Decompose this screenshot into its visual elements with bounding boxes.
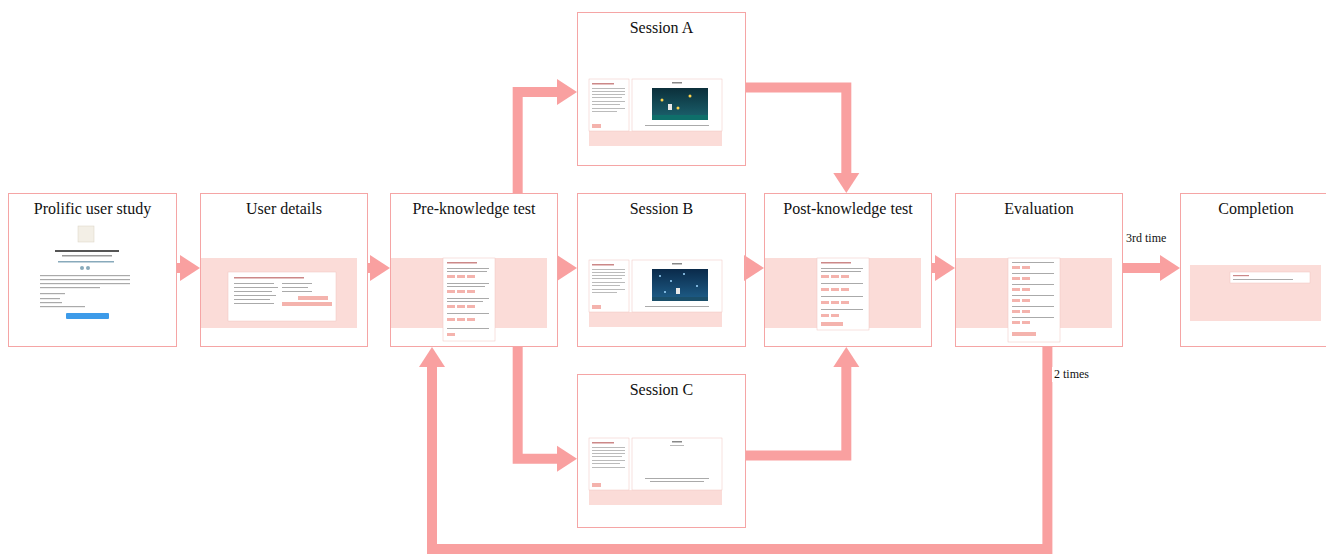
arrow-head [370,255,390,281]
step-box: Evaluation [955,193,1123,347]
step-box: Session C [577,374,746,528]
step-title: Session C [578,375,745,399]
arrow-shaft [518,92,559,193]
flow-arrow [518,347,577,472]
step-box: Session B [577,193,746,347]
step-title: Prolific user study [9,194,176,218]
step-box: Post-knowledge test [764,193,932,347]
step-title: Post-knowledge test [765,194,931,218]
edge-label: 2 times [1052,367,1091,382]
flow-arrow [746,347,859,456]
step-title: Pre-knowledge test [391,194,557,218]
arrow-shaft [518,347,559,459]
arrow-shaft [432,347,1047,549]
step-box: Pre-knowledge test [390,193,558,347]
arrow-shaft [1123,263,1162,273]
post-test-screenshot [765,258,921,330]
flow-arrow [419,347,1047,549]
flow-arrow [932,255,955,281]
arrow-head [557,255,577,281]
flow-arrow [744,255,764,281]
flow-arrow [177,255,200,281]
step-title: Session B [578,194,745,218]
step-box: User details [200,193,368,347]
arrow-head [557,446,577,472]
flow-arrow [1123,255,1180,281]
step-title: Session A [578,13,745,37]
arrow-shaft [746,365,846,456]
step-box: Session A [577,12,746,166]
arrow-head [833,173,859,193]
session-b-screenshot [589,260,722,327]
step-box: Completion [1180,193,1326,347]
arrow-shaft [746,87,846,175]
step-title: Evaluation [956,194,1122,218]
arrow-head [833,347,859,367]
prolific-screenshot [40,226,130,319]
user-details-screenshot [201,258,357,328]
flow-arrow [368,255,390,281]
arrow-head [180,255,200,281]
flow-arrow [746,87,859,193]
arrow-head [557,79,577,105]
evaluation-screenshot [956,258,1112,342]
session-a-screenshot [589,79,722,146]
arrow-head [1160,255,1180,281]
step-title: Completion [1181,194,1326,218]
session-c-screenshot [589,438,722,505]
step-box: Prolific user study [8,193,177,347]
arrow-head [744,255,764,281]
edge-label: 3rd time [1124,231,1168,246]
flow-arrow [557,255,577,281]
arrow-head [935,255,955,281]
pre-test-screenshot [391,258,547,341]
step-title: User details [201,194,367,218]
completion-screenshot [1190,265,1321,321]
flow-arrow [518,79,577,193]
arrow-head [419,347,445,367]
